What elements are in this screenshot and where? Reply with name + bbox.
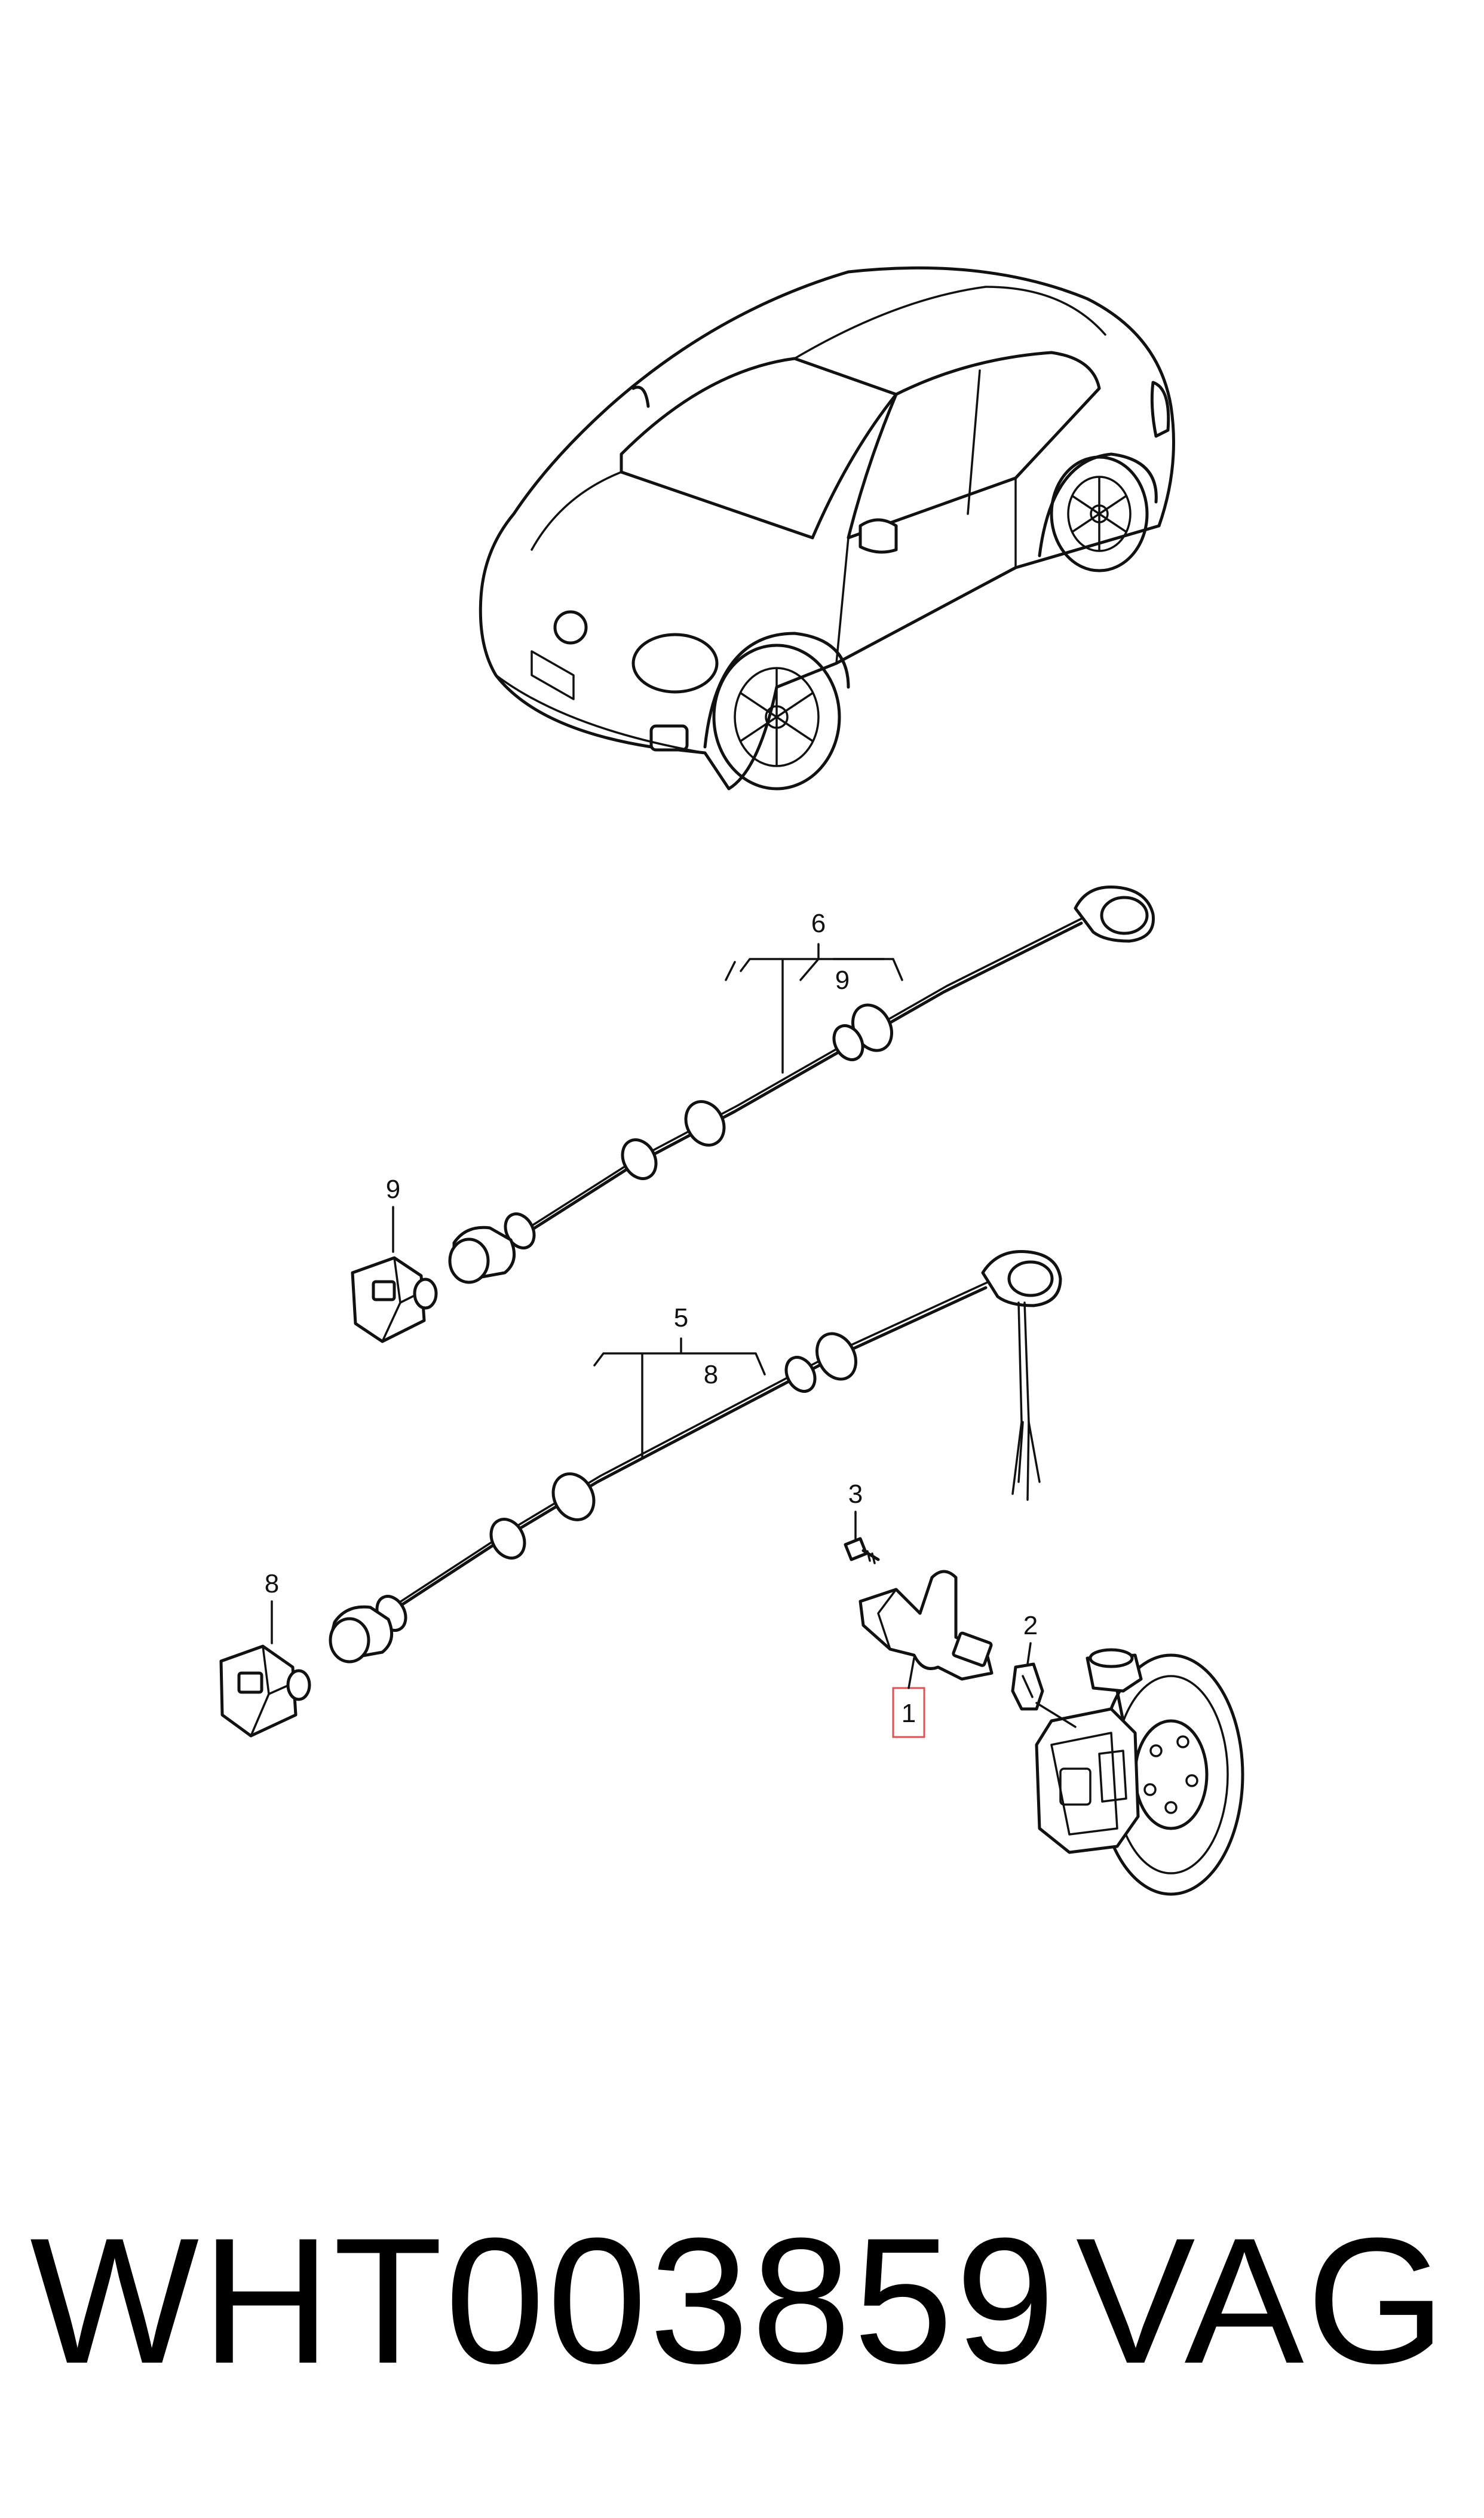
callout-9-group: 9 [835, 966, 850, 995]
callout-8-part: 8 [265, 1569, 279, 1598]
callout-9-part: 9 [386, 1175, 400, 1204]
sensor-cable-lower [329, 1249, 1062, 1664]
callout-3: 3 [848, 1479, 863, 1509]
callout-1: 1 [902, 1699, 916, 1728]
leader-1 [907, 1657, 915, 1689]
callout-2: 2 [1023, 1611, 1038, 1640]
callout-group-5: 5 8 [593, 1303, 766, 1459]
brand-label: VAG [1075, 2200, 1448, 2401]
bolt-3 [844, 1537, 880, 1564]
callout-5: 5 [674, 1303, 688, 1332]
vehicle-illustration [479, 266, 1175, 791]
speed-sensor-part-1 [858, 1570, 994, 1681]
wheel-hub-brake-disc [1035, 1648, 1244, 1896]
callout-6: 6 [811, 909, 826, 938]
part-number-label: WHT003859 [30, 2200, 1058, 2401]
callout-group-6: 6 9 [725, 909, 903, 1074]
connector-9 [351, 1256, 438, 1343]
connector-8 [219, 1644, 311, 1738]
callout-8-group: 8 [704, 1360, 718, 1389]
sensor-cable-upper [448, 885, 1155, 1284]
clip-2 [1011, 1662, 1044, 1711]
leader-2 [1026, 1642, 1032, 1665]
